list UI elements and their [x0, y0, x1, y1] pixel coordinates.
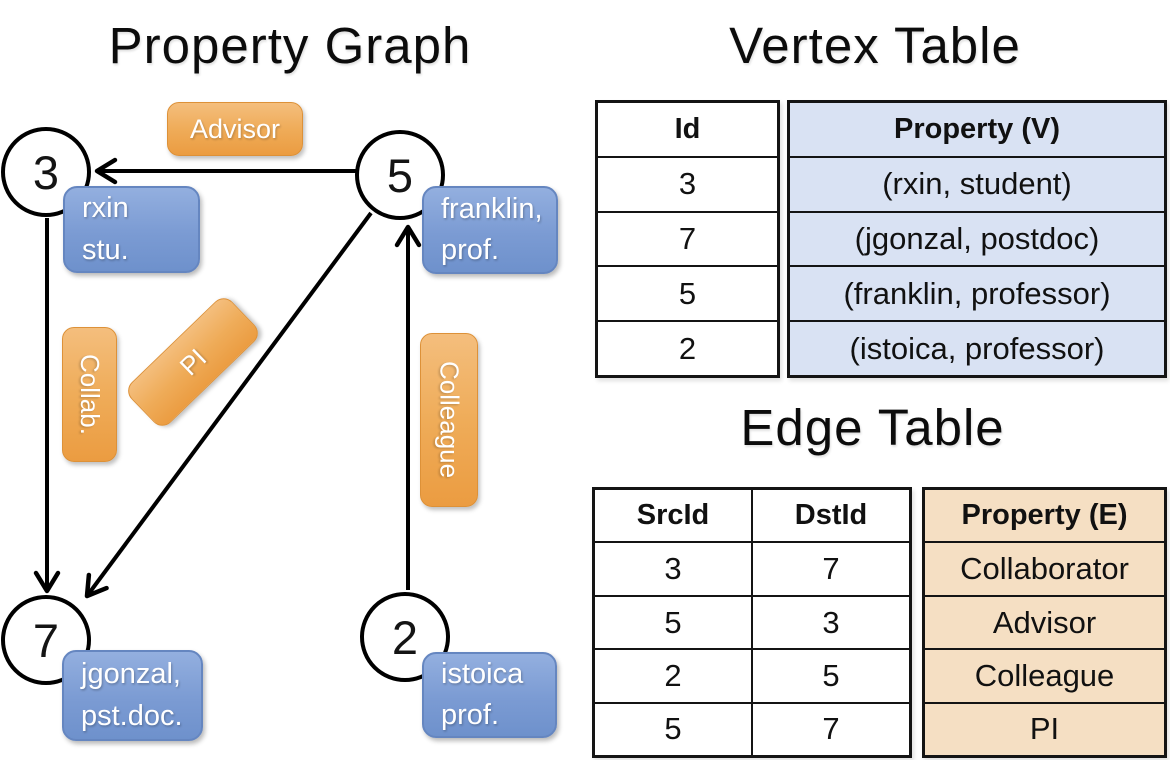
edge-label-advisor: Advisor: [167, 102, 303, 156]
edge-table-id-columns: SrcId 3 5 2 5 DstId 7 3 5 7: [592, 487, 912, 758]
table-cell: (franklin, professor): [790, 265, 1164, 321]
vertex-label-line: jgonzal,: [81, 658, 181, 691]
vertex-label-jgonzal: jgonzal, pst.doc.: [62, 650, 203, 741]
table-cell: 7: [753, 541, 909, 594]
table-cell: 5: [595, 594, 751, 648]
edge-table-title: Edge Table: [740, 399, 1005, 456]
vertex-id: 7: [32, 613, 60, 667]
edge-table-header-srcid: SrcId: [636, 499, 710, 532]
edge-label-text: Collab.: [75, 354, 105, 435]
edge-table-srcid-column: SrcId 3 5 2 5: [595, 490, 751, 755]
table-cell: PI: [925, 701, 1164, 756]
table-cell: 5: [595, 701, 751, 755]
graph-edge-arrows: [33, 157, 422, 599]
table-cell: 7: [753, 701, 909, 755]
table-cell: 3: [598, 155, 777, 211]
vertex-label-line: prof.: [441, 234, 500, 266]
vertex-table-id-column: Id 3 7 5 2: [595, 100, 780, 378]
vertex-id: 2: [391, 610, 419, 664]
table-cell: (istoica, professor): [790, 320, 1164, 375]
edge-table-dstid-column: DstId 7 3 5 7: [751, 490, 909, 755]
vertex-label-line: prof.: [441, 699, 500, 731]
vertex-table-title: Vertex Table: [729, 17, 1021, 74]
vertex-node-5: 5: [355, 130, 445, 220]
vertex-label-line: stu.: [82, 233, 129, 266]
table-cell: (rxin, student): [790, 155, 1164, 211]
edge-label-text: Advisor: [189, 113, 281, 144]
table-cell: 5: [753, 648, 909, 701]
vertex-label-istoica: istoica prof.: [422, 652, 557, 738]
edge-label-text: PI: [173, 342, 212, 381]
table-cell: Colleague: [925, 648, 1164, 702]
edge-table-property-column: Property (E) Collaborator Advisor Collea…: [922, 487, 1167, 758]
table-cell: Advisor: [925, 594, 1164, 649]
edge-label-text: Colleague: [434, 361, 465, 479]
table-cell: 2: [598, 320, 777, 375]
table-cell: 3: [595, 541, 751, 594]
vertex-label-rxin: rxin stu.: [63, 186, 200, 273]
vertex-label-line: franklin,: [441, 192, 543, 225]
edge-label-colleague: Colleague: [420, 333, 478, 507]
table-cell: (jgonzal, postdoc): [790, 210, 1164, 266]
vertex-label-franklin: franklin, prof.: [422, 186, 558, 274]
table-cell: 7: [598, 210, 777, 266]
edge-table-header-dstid: DstId: [794, 499, 868, 532]
property-graph-title: Property Graph: [108, 17, 472, 74]
vertex-id: 5: [386, 148, 414, 202]
vertex-table-header-id: Id: [674, 112, 701, 145]
table-cell: 2: [595, 648, 751, 701]
vertex-table-property-column: Property (V) (rxin, student) (jgonzal, p…: [787, 100, 1167, 378]
table-cell: 5: [598, 265, 777, 320]
vertex-node-2: 2: [360, 592, 450, 682]
table-cell: 3: [753, 594, 909, 648]
vertex-label-line: istoica: [441, 657, 524, 690]
vertex-id: 3: [32, 145, 60, 199]
edge-table-header-property: Property (E): [925, 490, 1164, 542]
vertex-table-header-property: Property (V): [790, 103, 1164, 156]
edge-label-collab: Collab.: [62, 327, 117, 462]
edge-5-7: [84, 211, 373, 599]
vertex-label-line: pst.doc.: [81, 699, 183, 732]
vertex-label-line: rxin: [82, 192, 129, 225]
table-cell: Collaborator: [925, 541, 1164, 595]
